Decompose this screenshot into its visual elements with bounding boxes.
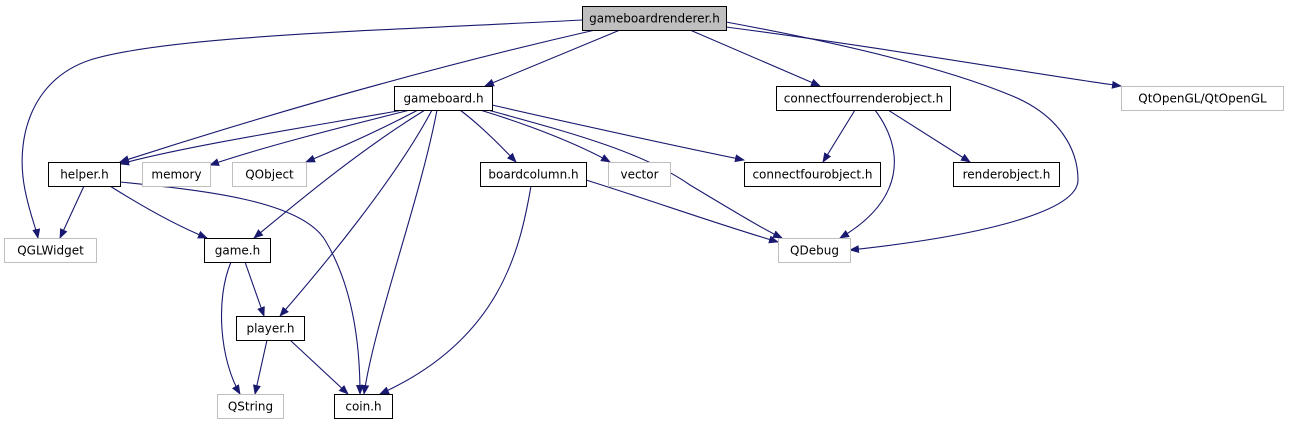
node-label-memory: memory	[151, 168, 201, 182]
node-qtopengl: QtOpenGL/QtOpenGL	[1121, 86, 1284, 111]
node-box-memory	[142, 162, 211, 187]
node-box-renderobject	[953, 162, 1060, 187]
edge-gameboard-to-boardcolumn	[459, 109, 517, 163]
node-label-gameboardrenderer: gameboardrenderer.h	[589, 12, 720, 26]
edge-gameboard-to-connectfourobject	[491, 104, 745, 163]
node-label-game: game.h	[215, 244, 260, 258]
edge-helper-to-game	[109, 185, 208, 239]
node-label-helper: helper.h	[60, 168, 109, 182]
edge-game-to-qstring	[220, 261, 241, 395]
node-label-qdebug: QDebug	[790, 244, 839, 258]
node-renderobject[interactable]: renderobject.h	[953, 162, 1060, 187]
edge-boardcolumn-to-coin	[379, 185, 532, 395]
node-box-connectfourrenderobject	[776, 86, 951, 111]
node-box-qstring	[217, 394, 284, 419]
node-game[interactable]: game.h	[204, 238, 271, 263]
edge-gameboardrenderer-to-connectfourrenderobject	[689, 29, 821, 87]
node-qglwidget: QGLWidget	[4, 238, 97, 263]
node-label-renderobject: renderobject.h	[963, 168, 1051, 182]
node-qdebug: QDebug	[778, 238, 851, 263]
node-label-boardcolumn: boardcolumn.h	[488, 168, 578, 182]
node-label-coin: coin.h	[345, 400, 381, 414]
node-label-qstring: QString	[228, 400, 273, 414]
node-gameboardrenderer: gameboardrenderer.h	[582, 6, 727, 31]
edge-player-to-qstring	[253, 339, 268, 395]
node-coin[interactable]: coin.h	[334, 394, 393, 419]
node-helper[interactable]: helper.h	[48, 162, 121, 187]
node-label-connectfourrenderobject: connectfourrenderobject.h	[784, 92, 943, 106]
node-qstring: QString	[217, 394, 284, 419]
edge-connectfourrenderobject-to-qdebug	[839, 109, 895, 239]
node-box-qdebug	[778, 238, 851, 263]
edge-gameboardrenderer-to-qglwidget	[21, 19, 583, 239]
edge-gameboard-to-qdebug	[487, 109, 783, 239]
node-box-game	[204, 238, 271, 263]
node-box-vector	[608, 162, 671, 187]
edge-gameboard-to-game	[253, 109, 426, 239]
edge-gameboard-to-player	[279, 109, 433, 317]
node-label-connectfourobject: connectfourobject.h	[752, 168, 872, 182]
edge-gameboardrenderer-to-qdebug	[725, 21, 1079, 254]
node-box-helper	[48, 162, 121, 187]
edge-helper-to-qglwidget	[59, 185, 85, 239]
node-box-gameboard	[394, 86, 493, 111]
edge-gameboard-to-qobject	[305, 109, 419, 163]
edge-connectfourrenderobject-to-renderobject	[887, 109, 971, 163]
node-label-gameboard: gameboard.h	[403, 92, 483, 106]
nodes-layer: gameboardrenderer.h gameboard.h connectfou…	[4, 6, 1284, 419]
edge-gameboard-to-vector	[479, 109, 611, 163]
node-connectfourrenderobject[interactable]: connectfourrenderobject.h	[776, 86, 951, 111]
edge-boardcolumn-to-qdebug	[585, 179, 779, 244]
node-label-qobject: QObject	[245, 168, 294, 182]
edge-gameboardrenderer-to-helper	[119, 29, 596, 164]
node-box-qglwidget	[4, 238, 97, 263]
edge-gameboard-to-helper	[119, 109, 404, 166]
node-gameboard[interactable]: gameboard.h	[394, 86, 493, 111]
node-box-connectfourobject	[744, 162, 881, 187]
edge-helper-to-coin	[119, 181, 364, 395]
node-box-boardcolumn	[480, 162, 587, 187]
edge-game-to-player	[244, 261, 265, 317]
node-box-qobject	[232, 162, 307, 187]
node-qobject: QObject	[232, 162, 307, 187]
node-boardcolumn[interactable]: boardcolumn.h	[480, 162, 587, 187]
node-vector: vector	[608, 162, 671, 187]
node-box-player	[236, 316, 305, 341]
node-memory: memory	[142, 162, 211, 187]
node-label-qglwidget: QGLWidget	[17, 244, 84, 258]
node-label-qtopengl: QtOpenGL/QtOpenGL	[1138, 92, 1267, 106]
edges-layer	[21, 19, 1122, 395]
node-box-coin	[334, 394, 393, 419]
edge-connectfourrenderobject-to-connectfourobject	[822, 109, 856, 163]
node-label-vector: vector	[620, 168, 658, 182]
edge-gameboardrenderer-to-qtopengl	[725, 26, 1122, 89]
edge-gameboard-to-memory	[209, 109, 411, 166]
edge-player-to-coin	[289, 339, 349, 395]
node-player[interactable]: player.h	[236, 316, 305, 341]
edge-gameboard-to-coin	[361, 109, 438, 395]
edge-gameboardrenderer-to-gameboard	[484, 29, 621, 87]
node-label-player: player.h	[246, 322, 294, 336]
node-connectfourobject[interactable]: connectfourobject.h	[744, 162, 881, 187]
node-box-qtopengl	[1121, 86, 1284, 111]
node-box-gameboardrenderer	[582, 6, 727, 31]
